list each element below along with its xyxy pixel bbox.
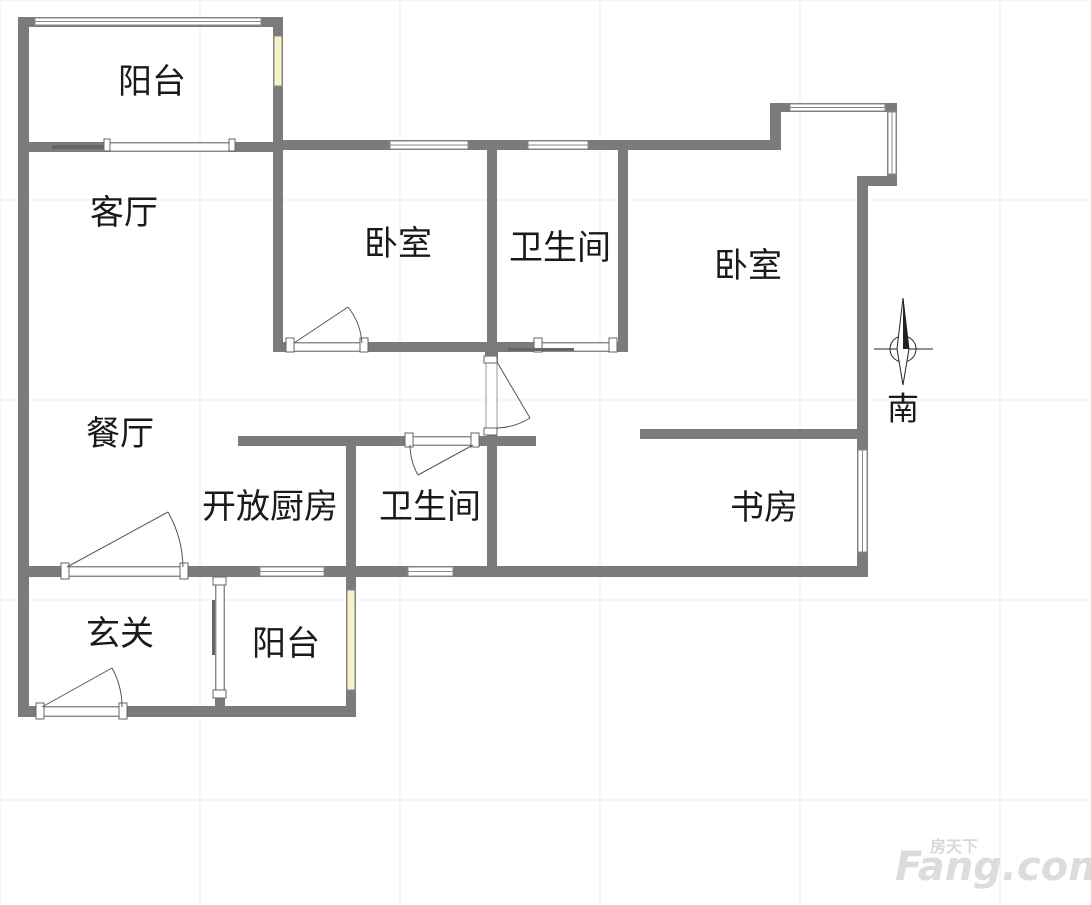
- label-bathroom-1: 卫生间: [509, 228, 611, 268]
- wall-bottom: [18, 706, 356, 717]
- label-open-kitchen: 开放厨房: [202, 487, 338, 527]
- doors: [35, 138, 618, 720]
- label-balcony-south: 阳台: [252, 624, 320, 664]
- label-entrance: 玄关: [86, 614, 154, 654]
- door-center: [485, 361, 498, 429]
- wall-bath1-left: [487, 140, 497, 352]
- wall-bedroom1-left: [273, 140, 283, 352]
- label-balcony-north: 阳台: [118, 62, 186, 102]
- wall-north: [273, 140, 781, 150]
- wall-bay-bottom: [857, 176, 897, 186]
- walls: [18, 17, 897, 717]
- label-bathroom-2: 卫生间: [379, 487, 481, 527]
- compass: 南: [874, 297, 933, 428]
- label-dining-room: 餐厅: [86, 414, 154, 454]
- window-balcony-south: [346, 589, 356, 691]
- door-balcony-sliding: [109, 142, 231, 152]
- door-bedroom1: [289, 342, 363, 352]
- room-labels: 阳台 客厅 餐厅 卧室 卫生间 卧室 开放厨房 卫生间 书房 玄关 阳台: [86, 62, 798, 664]
- wall-bath2-right: [487, 430, 497, 577]
- wall-east: [857, 176, 868, 577]
- label-living-room: 客厅: [90, 193, 158, 233]
- door-entrance-inner: [66, 566, 184, 577]
- door-front: [41, 706, 123, 717]
- watermark-brand: Fang.com: [895, 844, 1091, 890]
- door-balcony-south: [215, 579, 225, 693]
- label-study: 书房: [730, 488, 798, 528]
- wall-bath1-right: [618, 140, 628, 352]
- wall-bedroom1-bottom: [273, 342, 628, 352]
- wall-kitchen-top: [238, 436, 536, 446]
- compass-direction-label: 南: [887, 390, 919, 428]
- window-balcony-right: [273, 35, 283, 87]
- wall-left: [18, 17, 29, 717]
- windows: [34, 17, 897, 691]
- watermark: 房天下 Fang.com: [895, 837, 1091, 890]
- wall-study-top: [640, 429, 867, 439]
- door-bath2: [409, 436, 475, 446]
- label-bedroom-1: 卧室: [364, 224, 432, 264]
- label-bedroom-2: 卧室: [714, 246, 782, 286]
- wall-bay-step: [770, 103, 781, 150]
- watermark-sub: 房天下: [930, 837, 978, 856]
